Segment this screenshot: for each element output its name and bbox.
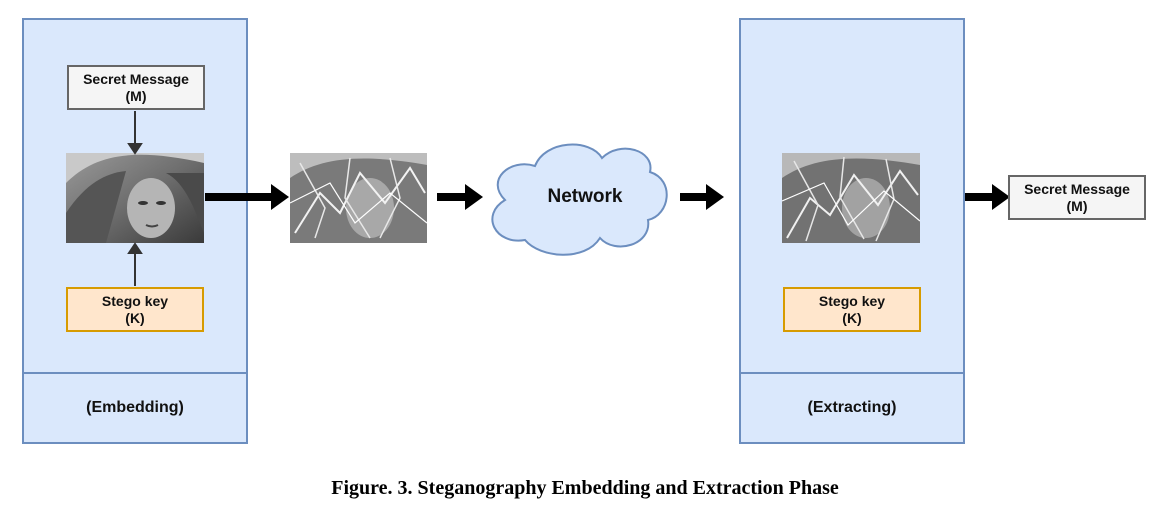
cover-image [66,153,204,243]
stego-image-transit [290,153,427,243]
arrow-cover-to-stego [205,184,289,210]
extracting-panel-divider [741,372,963,442]
stego-key-symbol: (K) [125,309,145,326]
stego-image-received [782,153,920,243]
stego-key-box-embedding: Stego key (K) [66,287,204,332]
arrow-message-to-image [127,111,143,155]
embedding-panel-divider [24,372,246,442]
secret-message-title: Secret Message [83,70,189,87]
arrow-network-to-extract [680,184,724,210]
arrow-stego-to-network [437,184,483,210]
stego-key-symbol-extracting: (K) [842,309,862,326]
stego-key-box-extracting: Stego key (K) [783,287,921,332]
secret-message-input-box: Secret Message (M) [67,65,205,110]
secret-message-output-box: Secret Message (M) [1008,175,1146,220]
network-label: Network [547,186,623,207]
figure-caption: Figure. 3. Steganography Embedding and E… [331,477,839,499]
stego-key-title-extracting: Stego key [818,292,886,309]
arrow-key-to-image [127,242,143,286]
secret-message-output-title: Secret Message [1024,180,1130,197]
secret-message-symbol: (M) [125,87,147,104]
stego-key-title: Stego key [101,292,169,309]
secret-message-output-symbol: (M) [1066,197,1088,214]
network-cloud [491,143,668,256]
extracting-label: (Extracting) [807,399,897,416]
embedding-label: (Embedding) [86,399,184,416]
